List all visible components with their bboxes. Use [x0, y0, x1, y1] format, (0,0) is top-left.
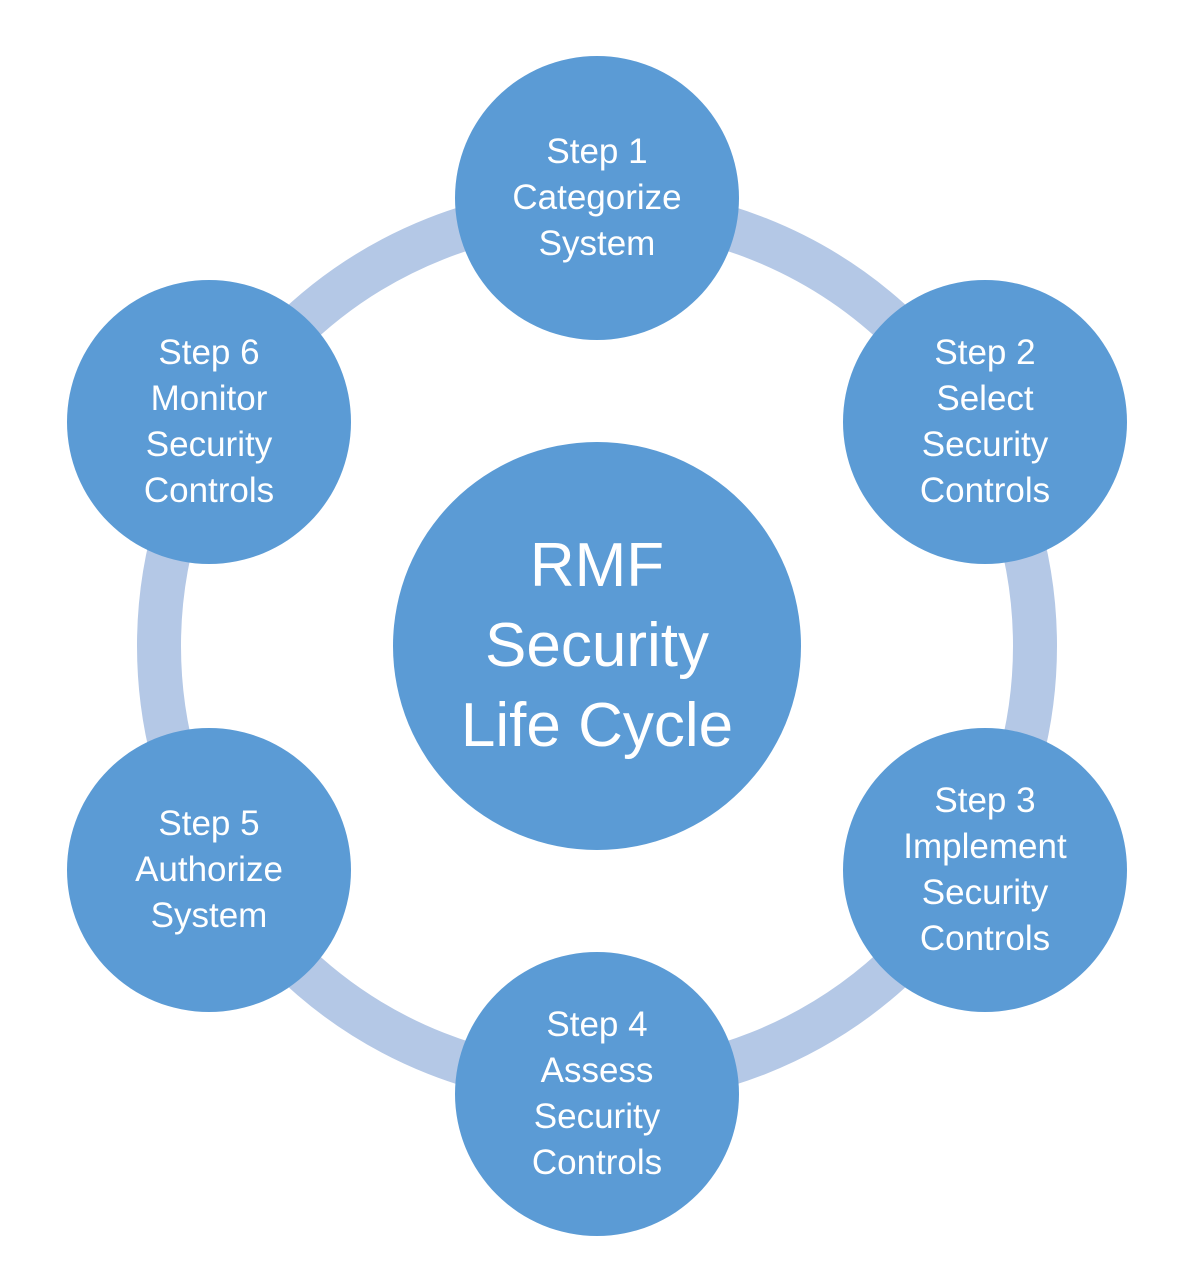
- step-3-line-3: Security: [921, 873, 1049, 912]
- step-1-line-3: System: [538, 224, 656, 263]
- step-3-line-1: Step 3: [934, 781, 1036, 820]
- center-line-3: Life Cycle: [460, 691, 734, 760]
- step-1-line-1: Step 1: [546, 132, 648, 171]
- step-2-line-4: Controls: [919, 471, 1051, 510]
- step-5-line-1: Step 5: [158, 804, 260, 843]
- step-5-line-3: System: [150, 896, 268, 935]
- step-4-line-2: Assess: [540, 1051, 654, 1090]
- step-4-circle: Step 4 Assess Security Controls: [455, 952, 739, 1236]
- step-3-circle: Step 3 Implement Security Controls: [843, 728, 1127, 1012]
- step-6-circle: Step 6 Monitor Security Controls: [67, 280, 351, 564]
- step-2-line-2: Select: [936, 379, 1034, 418]
- step-2-circle: Step 2 Select Security Controls: [843, 280, 1127, 564]
- center-circle: RMF Security Life Cycle: [393, 442, 801, 850]
- step-4-line-4: Controls: [531, 1143, 663, 1182]
- step-1-line-2: Categorize: [512, 178, 682, 217]
- center-line-2: Security: [485, 611, 709, 680]
- step-1-circle: Step 1 Categorize System: [455, 56, 739, 340]
- step-6-line-1: Step 6: [158, 333, 260, 372]
- step-2-line-3: Security: [921, 425, 1049, 464]
- step-6-line-2: Monitor: [150, 379, 268, 418]
- step-2-line-1: Step 2: [934, 333, 1036, 372]
- step-4-line-1: Step 4: [546, 1005, 648, 1044]
- step-5-circle: Step 5 Authorize System: [67, 728, 351, 1012]
- step-5-line-2: Authorize: [135, 850, 283, 889]
- step-6-line-4: Controls: [143, 471, 275, 510]
- step-3-line-4: Controls: [919, 919, 1051, 958]
- step-6-line-3: Security: [145, 425, 273, 464]
- step-4-line-3: Security: [533, 1097, 661, 1136]
- step-3-line-2: Implement: [903, 827, 1067, 866]
- center-line-1: RMF: [529, 531, 665, 600]
